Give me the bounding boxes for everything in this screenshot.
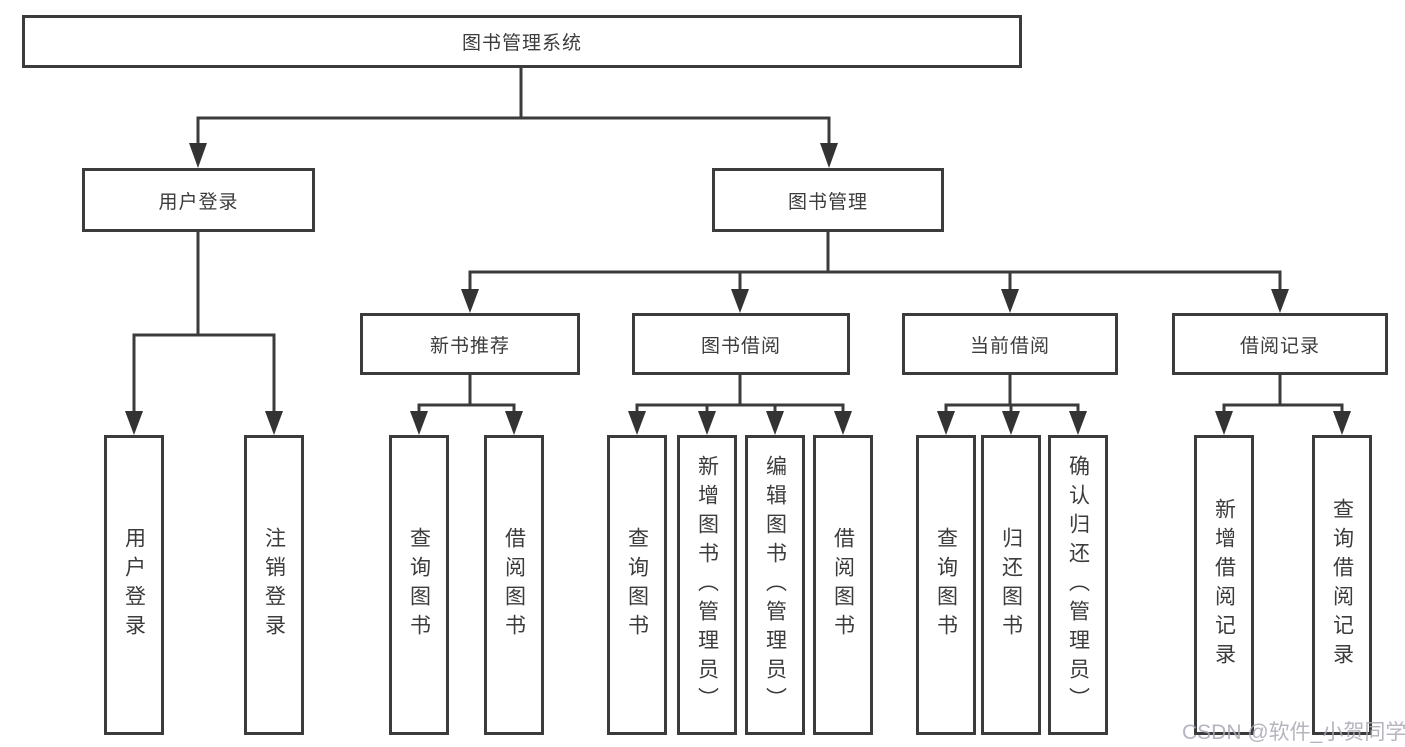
leaf-query-books-borrow: 查询图书 — [607, 435, 667, 735]
connector-borrow-records-to-leaves — [1222, 375, 1344, 414]
node-label: 编辑图书（管理员） — [763, 454, 787, 716]
arrow-icon — [125, 411, 143, 435]
node-library-management-system: 图书管理系统 — [22, 15, 1022, 68]
arrow-icon — [1215, 411, 1233, 435]
arrow-icon — [628, 411, 646, 435]
leaf-edit-books-admin: 编辑图书（管理员） — [745, 435, 805, 735]
node-label: 图书管理 — [787, 191, 868, 213]
node-label: 注销登录 — [262, 527, 286, 643]
arrow-icon — [505, 411, 523, 435]
leaf-logout: 注销登录 — [244, 435, 304, 735]
leaf-return-books: 归还图书 — [981, 435, 1041, 735]
leaf-query-books-current: 查询图书 — [916, 435, 976, 735]
node-label: 借阅记录 — [1239, 335, 1320, 357]
arrow-icon — [731, 289, 749, 313]
arrow-icon — [698, 411, 716, 435]
node-label: 归还图书 — [999, 527, 1023, 643]
node-book-management: 图书管理 — [712, 168, 944, 232]
arrow-icon — [1333, 411, 1351, 435]
connector-new-book-recommend-to-leaves — [417, 375, 516, 414]
node-label: 新增图书（管理员） — [695, 454, 719, 716]
node-user-login: 用户登录 — [82, 168, 315, 232]
arrow-icon — [937, 411, 955, 435]
arrow-icon — [1069, 411, 1087, 435]
leaf-query-borrow-record: 查询借阅记录 — [1312, 435, 1372, 735]
connector-book-management-to-level3 — [468, 232, 1282, 292]
arrow-icon — [820, 143, 838, 168]
node-label: 借阅图书 — [831, 527, 855, 643]
node-label: 当前借阅 — [969, 335, 1050, 357]
node-label: 查询借阅记录 — [1330, 498, 1354, 672]
leaf-add-books-admin: 新增图书（管理员） — [677, 435, 737, 735]
node-label: 图书借阅 — [700, 335, 781, 357]
node-label: 查询图书 — [934, 527, 958, 643]
arrow-icon — [1001, 289, 1019, 313]
node-book-borrow: 图书借阅 — [632, 313, 850, 375]
arrow-icon — [410, 411, 428, 435]
connector-root-to-level2 — [196, 68, 831, 148]
arrow-icon — [1002, 411, 1020, 435]
node-label: 确认归还（管理员） — [1066, 454, 1090, 716]
node-label: 查询图书 — [625, 527, 649, 643]
node-label: 新书推荐 — [429, 335, 510, 357]
node-new-book-recommend: 新书推荐 — [360, 313, 580, 375]
connector-current-borrow-to-leaves — [944, 375, 1080, 414]
leaf-user-login: 用户登录 — [104, 435, 164, 735]
arrow-icon — [265, 411, 283, 435]
csdn-watermark: CSDN @软件_小贺同学 — [1182, 721, 1405, 744]
leaf-query-books-recommend: 查询图书 — [389, 435, 449, 735]
arrow-icon — [1271, 289, 1289, 313]
leaf-borrow-books: 借阅图书 — [813, 435, 873, 735]
node-label: 用户登录 — [122, 527, 146, 643]
node-label: 用户登录 — [158, 191, 239, 213]
arrow-icon — [766, 411, 784, 435]
leaf-add-borrow-record: 新增借阅记录 — [1194, 435, 1254, 735]
connector-book-borrow-to-leaves — [635, 375, 845, 414]
node-label: 查询图书 — [407, 527, 431, 643]
node-label: 借阅图书 — [502, 527, 526, 643]
node-label: 图书管理系统 — [461, 33, 582, 54]
arrowheads — [125, 143, 1351, 435]
leaf-borrow-books-recommend: 借阅图书 — [484, 435, 544, 735]
connector-user-login-to-leaves — [132, 232, 276, 414]
arrow-icon — [834, 411, 852, 435]
node-borrow-records: 借阅记录 — [1172, 313, 1388, 375]
arrow-icon — [461, 289, 479, 313]
node-label: 新增借阅记录 — [1212, 498, 1236, 672]
leaf-confirm-return-admin: 确认归还（管理员） — [1048, 435, 1108, 735]
node-current-borrow: 当前借阅 — [902, 313, 1118, 375]
arrow-icon — [189, 143, 207, 168]
